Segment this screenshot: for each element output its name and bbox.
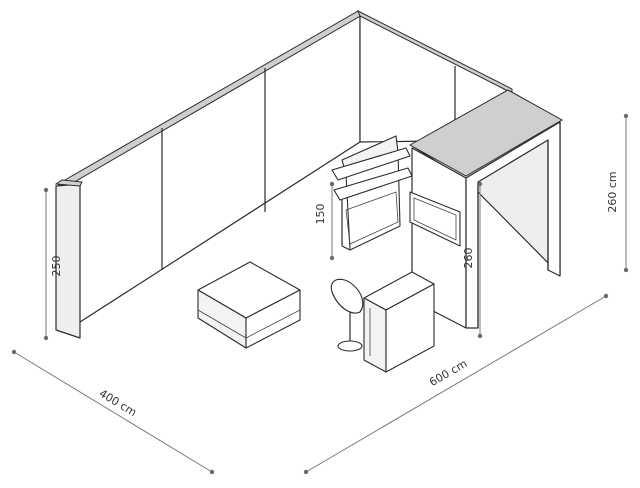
dimension-shelf-height: 150 — [314, 181, 335, 261]
back-left-wall — [57, 10, 363, 323]
dimension-storage-wall-height: 260 — [462, 181, 483, 339]
reception-counter — [363, 271, 435, 373]
wall-screen — [409, 191, 461, 247]
storage-height-label: 260 cm — [606, 171, 619, 212]
shelf-unit — [331, 135, 413, 251]
left-end-panel — [54, 179, 83, 339]
dimension-storage-height: 260 cm — [606, 113, 629, 273]
width-label: 600 cm — [427, 357, 469, 389]
dimension-wall-height: 250 — [43, 187, 63, 341]
wall-height-label: 250 — [50, 256, 63, 277]
shelf-height-label: 150 — [314, 204, 327, 225]
storage-wall-height-label: 260 — [462, 248, 475, 269]
chair — [330, 278, 364, 352]
square-table — [197, 261, 301, 349]
dimension-depth: 400 cm — [11, 349, 215, 475]
